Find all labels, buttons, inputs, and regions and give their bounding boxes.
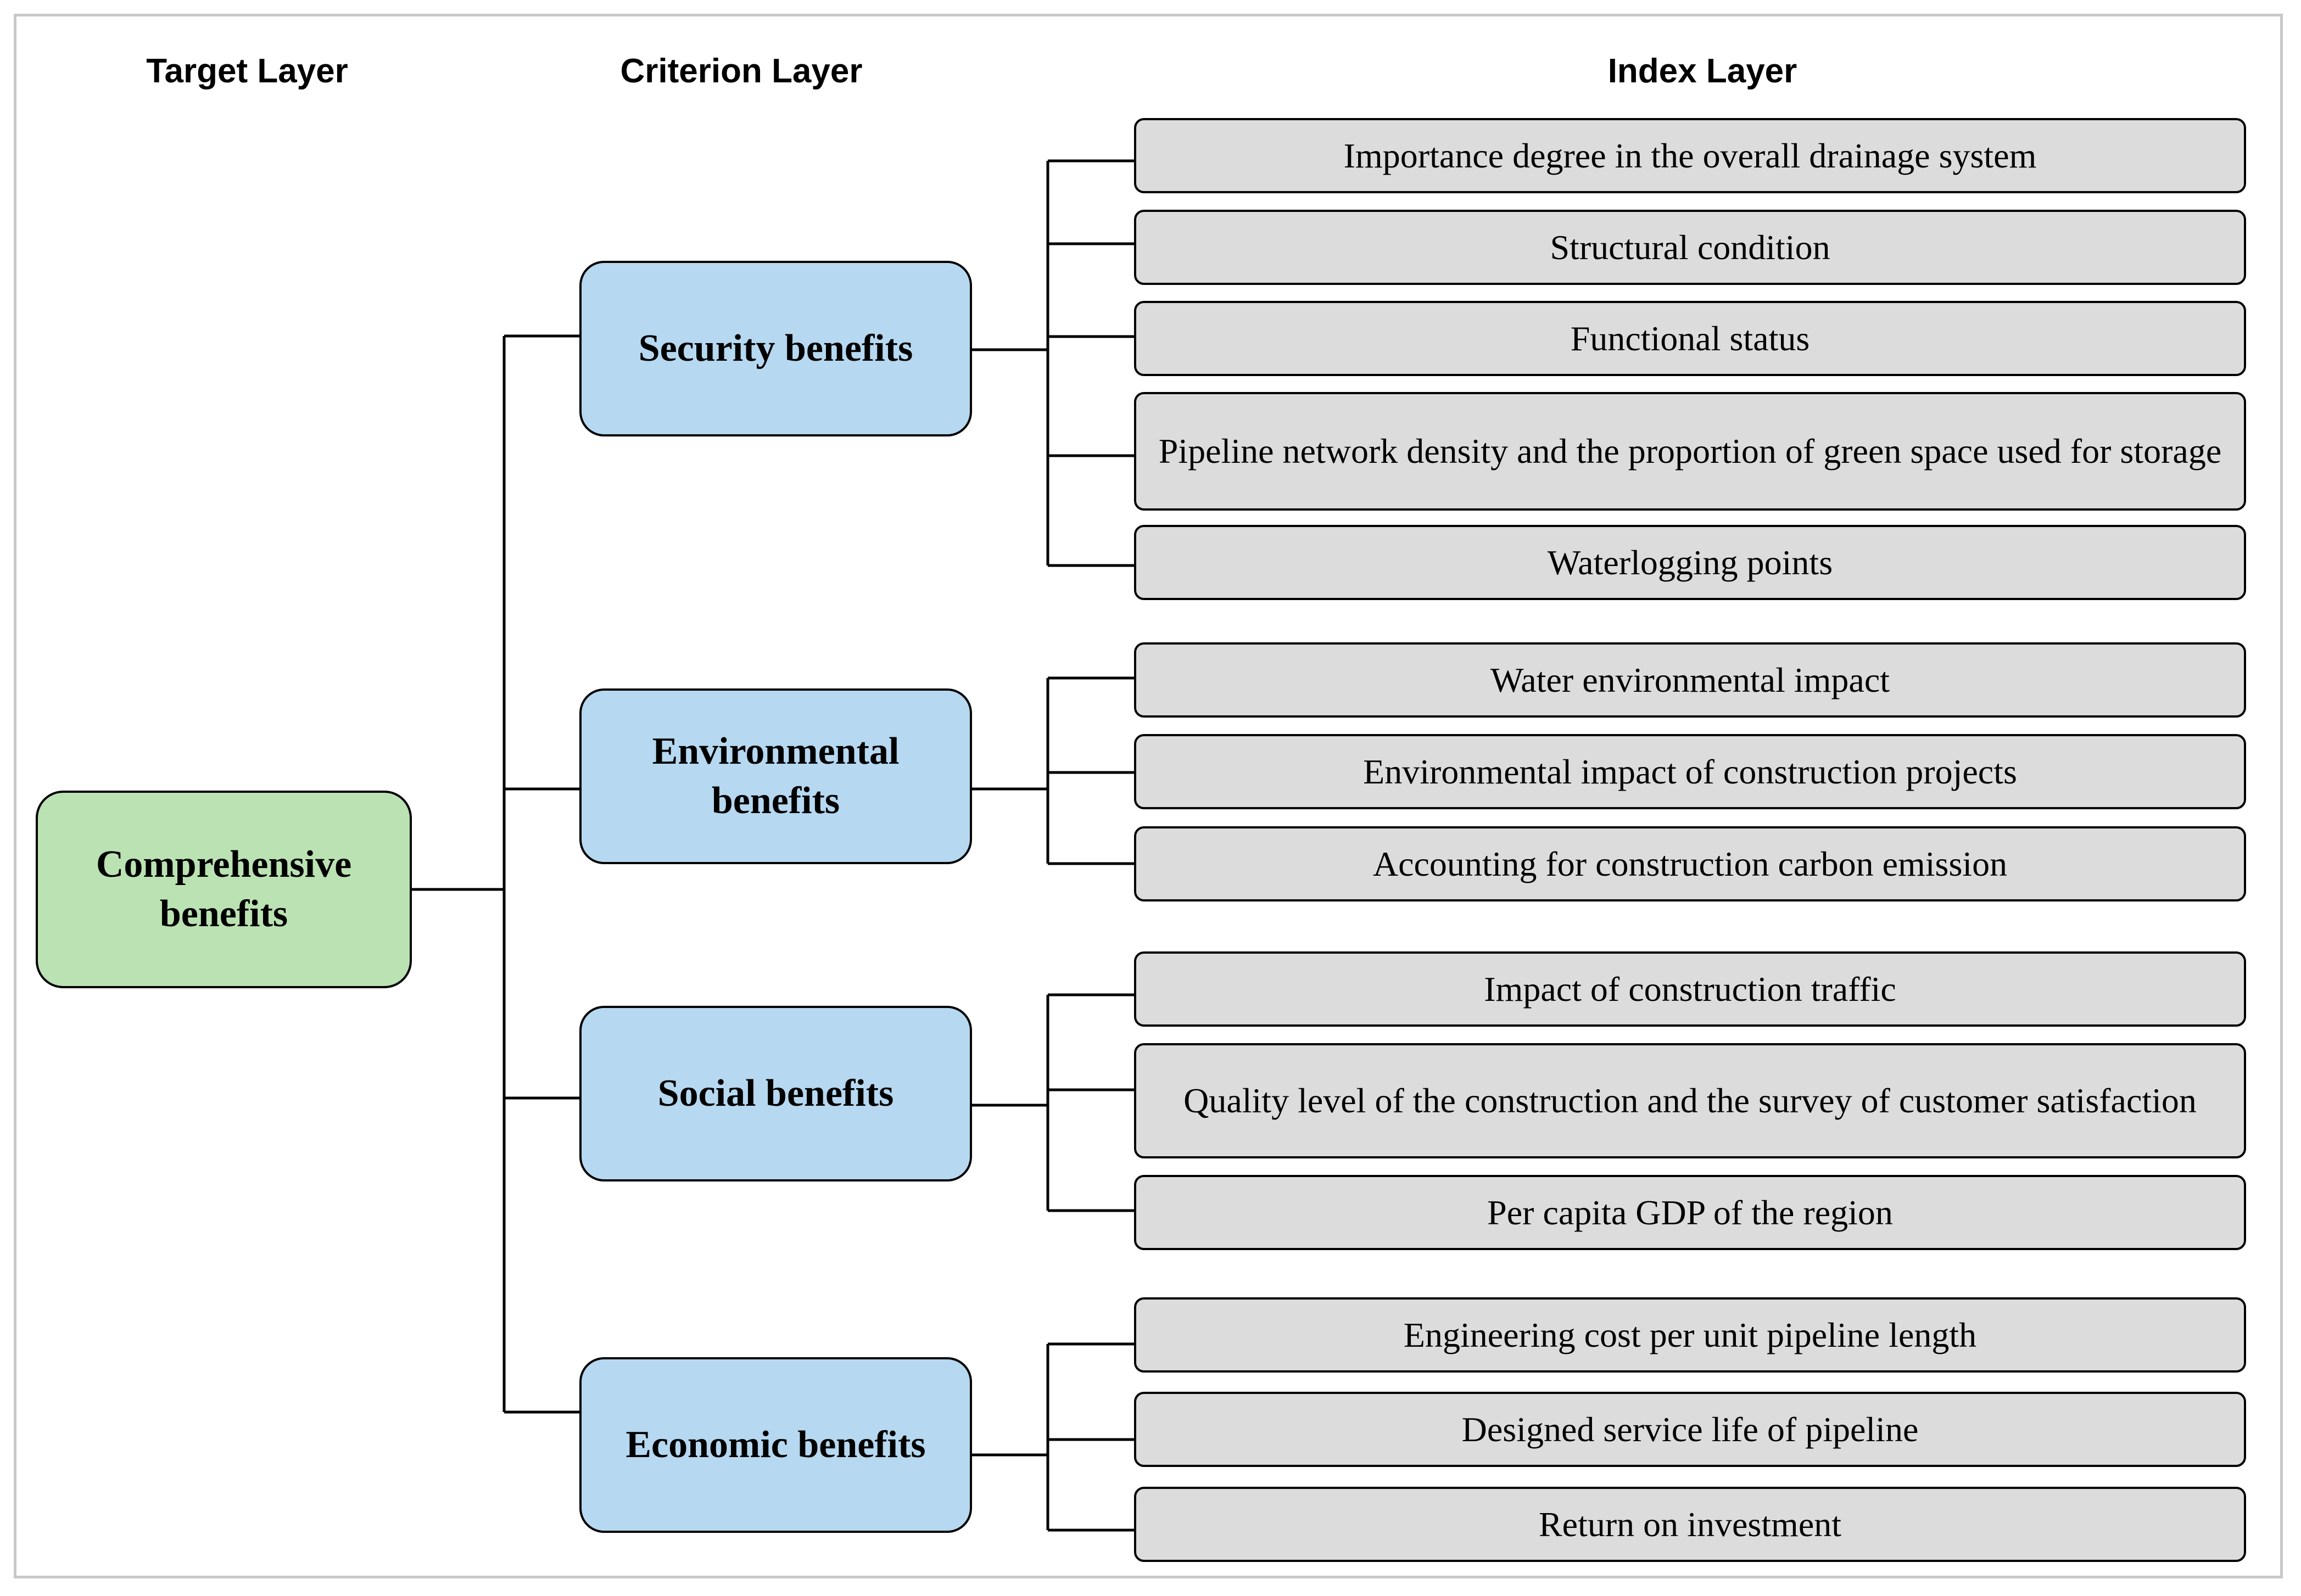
index-box: Impact of construction traffic: [1134, 951, 2246, 1027]
diagram-frame: [14, 14, 2283, 1578]
index-box: Designed service life of pipeline: [1134, 1392, 2246, 1467]
index-layer-header: Index Layer: [1607, 52, 1797, 90]
index-box: Importance degree in the overall drainag…: [1134, 118, 2246, 193]
index-box: Accounting for construction carbon emiss…: [1134, 826, 2246, 901]
index-box: Functional status: [1134, 301, 2246, 376]
index-box: Return on investment: [1134, 1487, 2246, 1562]
criterion-box-security: Security benefits: [579, 261, 972, 436]
index-box: Waterlogging points: [1134, 525, 2246, 600]
index-box: Water environmental impact: [1134, 642, 2246, 718]
target-box-comprehensive-benefits: Comprehensive benefits: [36, 791, 412, 988]
index-box: Environmental impact of construction pro…: [1134, 734, 2246, 809]
index-box: Engineering cost per unit pipeline lengt…: [1134, 1297, 2246, 1373]
criterion-box-environmental: Environmental benefits: [579, 688, 972, 864]
index-box: Pipeline network density and the proport…: [1134, 392, 2246, 511]
index-box: Per capita GDP of the region: [1134, 1175, 2246, 1250]
criterion-layer-header: Criterion Layer: [620, 52, 863, 90]
index-box: Quality level of the construction and th…: [1134, 1043, 2246, 1158]
criterion-box-social: Social benefits: [579, 1006, 972, 1181]
target-layer-header: Target Layer: [146, 52, 348, 90]
criterion-box-economic: Economic benefits: [579, 1357, 972, 1533]
index-box: Structural condition: [1134, 210, 2246, 285]
